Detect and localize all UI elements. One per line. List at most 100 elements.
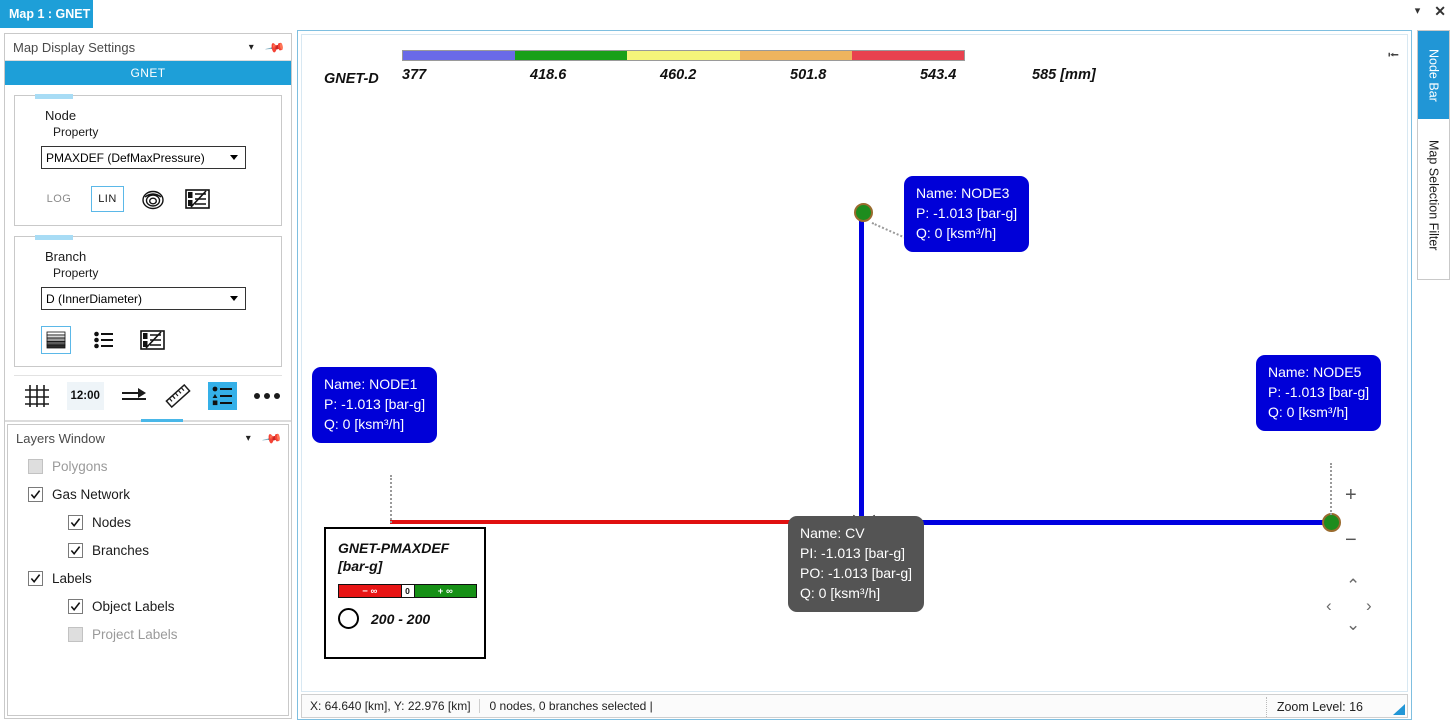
color-scale-tick-1: 377 [402,67,427,83]
color-scale-tick-3: 460.2 [660,67,697,83]
status-divider [478,699,480,713]
layer-label: Gas Network [52,486,131,502]
close-icon[interactable]: ✕ [1434,3,1446,19]
pipe-horizontal-blue[interactable] [862,520,1332,525]
panel-splitter[interactable] [5,419,291,422]
gnet-group-tab[interactable]: GNET [5,61,291,85]
layer-checkbox-branches[interactable] [68,542,83,558]
time-indicator[interactable]: 12:00 [66,381,104,410]
line-thickness-icon[interactable] [41,326,71,354]
right-tool-tabs: Node Bar Map Selection Filter [1417,30,1450,280]
layer-checkbox-object-labels[interactable] [68,598,83,614]
list-icon[interactable] [89,326,119,354]
map-legend: GNET-PMAXDEF [bar-g] − ∞ 0 + ∞ 200 - 200 [324,527,486,659]
legend-icon[interactable] [207,381,238,410]
map-display-settings-panel: Map Display Settings ▾ 📌 GNET Node Prope… [4,33,292,719]
node1-label-line-3: Q: 0 [ksm³/h] [324,416,405,432]
map-navigation-controls: + − ⌃ ‹ › ⌄ [1315,479,1385,649]
node-scale-lin-button[interactable]: LIN [91,186,124,212]
color-scale-tick-5: 543.4 [920,67,957,83]
layer-checkbox-project-labels[interactable] [68,626,83,642]
node-marker-node3[interactable] [854,203,873,222]
grid-icon[interactable] [22,382,52,410]
flow-arrow-icon[interactable] [119,382,149,410]
node5-label-line-1: Name: NODE5 [1268,364,1362,380]
pan-right-button[interactable]: › [1366,596,1372,615]
tab-map-selection-filter-label: Map Selection Filter [1426,139,1441,251]
color-scale-tick-6: 585 [mm] [1032,67,1096,83]
resize-grip[interactable] [1391,701,1405,715]
layer-checkbox-gas-network[interactable] [28,486,43,502]
legend-negative-label: − ∞ [362,585,378,597]
map-settings-toolbar: 12:00 [14,375,282,415]
color-scale-name: GNET-D [324,71,379,87]
layer-row[interactable]: Gas Network [8,480,288,508]
pan-down-button[interactable]: ⌄ [1346,615,1361,634]
node3-label-line-3: Q: 0 [ksm³/h] [916,225,997,241]
layers-window-header: Layers Window ▾ 📌 [8,425,288,452]
tab-label: Map 1 : GNET [9,7,91,21]
layer-label: Project Labels [92,626,178,642]
layer-row[interactable]: Labels [8,564,288,592]
layer-checkbox-nodes[interactable] [68,514,83,530]
layer-label: Object Labels [92,598,175,614]
cv-label-line-2: PI: -1.013 [bar-g] [800,545,906,561]
node1-label-line-2: P: -1.013 [bar-g] [324,396,426,412]
node-property-select[interactable]: PMAXDEF (DefMaxPressure) [41,146,246,169]
layer-label: Branches [92,542,150,558]
chevron-down-icon[interactable]: ▾ [245,433,251,444]
layer-row[interactable]: Branches [8,536,288,564]
zoom-out-button[interactable]: − [1345,529,1357,551]
map-status-bar: X: 64.640 [km], Y: 22.976 [km] 0 nodes, … [301,694,1408,718]
tab-map-selection-filter[interactable]: Map Selection Filter [1418,119,1449,271]
splitter-grip[interactable] [141,419,183,422]
node5-label-line-3: Q: 0 [ksm³/h] [1268,404,1349,420]
color-scale-segment-1 [403,51,516,60]
class-editor-icon[interactable] [137,326,167,354]
pin-icon[interactable]: 📌 [261,427,284,449]
tab-node-bar[interactable]: Node Bar [1418,31,1449,119]
node-scale-log-button[interactable]: LOG [41,187,77,211]
tab-map-1-gnet[interactable]: Map 1 : GNET [0,0,93,28]
chevron-down-icon[interactable]: ▾ [248,42,254,53]
layer-row[interactable]: Polygons [8,452,288,480]
leader-line-node5 [1330,463,1332,515]
node-group-title: Node [45,108,77,123]
settings-panel-header: Map Display Settings ▾ 📌 [5,34,291,61]
layer-checkbox-labels[interactable] [28,570,43,586]
group-accent-tick [35,235,73,240]
color-scale-bar [402,50,965,61]
bubble-size-icon[interactable] [138,185,168,213]
ruler-icon[interactable] [163,382,193,410]
legend-size-row: 200 - 200 [338,608,472,629]
lin-label: LIN [98,193,117,205]
collapse-arrow-icon[interactable]: ⭰ [1387,47,1399,64]
layer-row[interactable]: Object Labels [8,592,288,620]
pin-icon[interactable]: 📌 [264,36,287,58]
layer-checkbox-polygons[interactable] [28,458,43,474]
pan-left-button[interactable]: ‹ [1326,596,1332,615]
layer-label: Polygons [52,458,108,474]
more-dots-icon[interactable] [252,382,282,410]
branch-property-group: Branch Property D (InnerDiameter) [14,235,282,367]
zoom-in-button[interactable]: + [1345,484,1357,506]
pipe-vertical-blue[interactable] [859,212,864,525]
cv-label-line-1: Name: CV [800,525,865,541]
layer-row[interactable]: Nodes [8,508,288,536]
branch-property-select[interactable]: D (InnerDiameter) [41,287,246,310]
pipe-horizontal-red[interactable] [390,520,860,524]
class-editor-icon[interactable] [182,185,212,213]
legend-node-symbol [338,608,359,629]
pan-up-button[interactable]: ⌃ [1346,576,1361,595]
legend-title-line2: [bar-g] [338,558,383,574]
layer-row[interactable]: Project Labels [8,620,288,648]
chevron-down-icon[interactable]: ▾ [1414,4,1421,17]
layers-window-title: Layers Window [16,431,105,446]
